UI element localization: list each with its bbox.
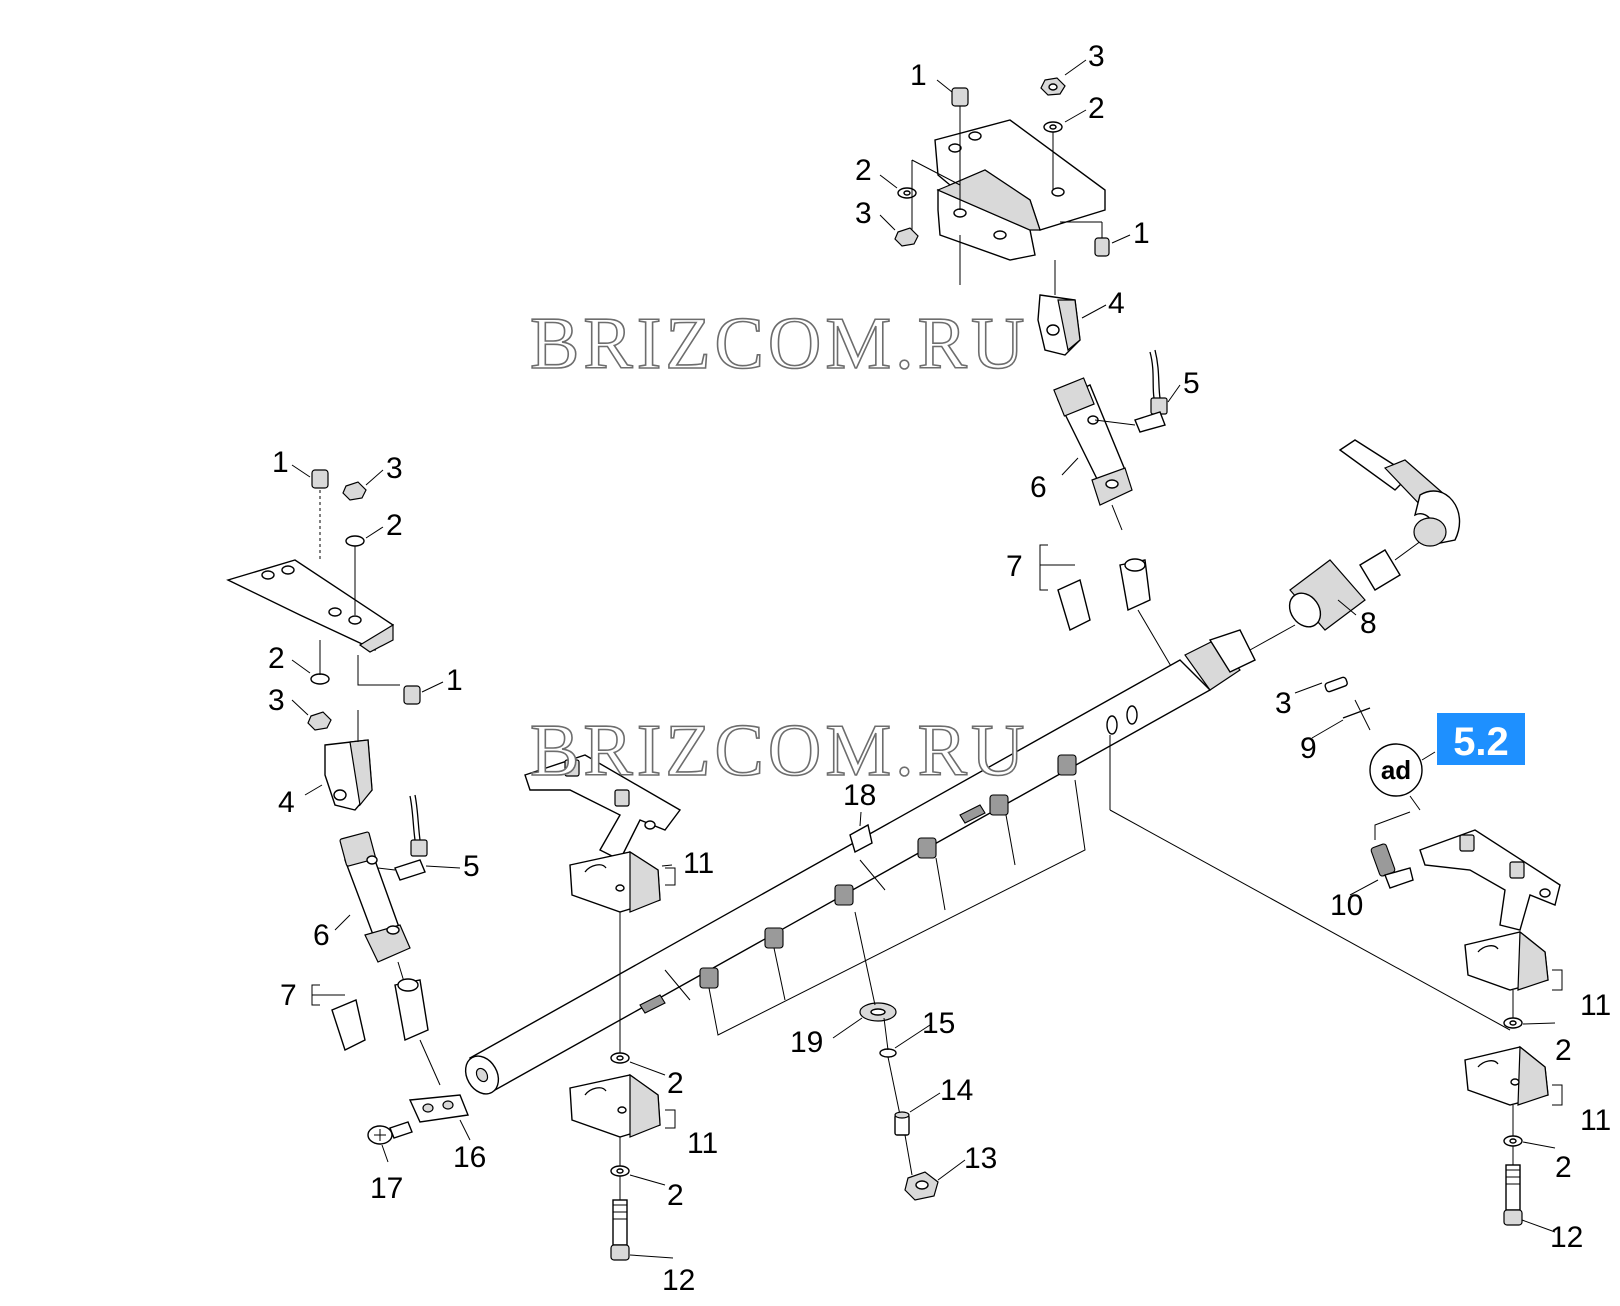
callout-1: 1 [910, 59, 927, 92]
callout-2: 2 [855, 154, 872, 187]
callout-3: 3 [1088, 40, 1105, 73]
callout-7: 7 [1006, 550, 1023, 583]
top-bolt-1-right [1060, 221, 1110, 257]
ad-marker: ad [1369, 743, 1423, 811]
callout-16: 16 [453, 1141, 486, 1174]
callout-12: 12 [1550, 1221, 1583, 1254]
rail-outlet-nipples [639, 754, 1086, 1036]
callout-7: 7 [280, 979, 297, 1012]
left-plate-16 [408, 1094, 469, 1123]
callout-3: 3 [268, 684, 285, 717]
callout-12: 12 [662, 1264, 695, 1297]
left-clevis-4 [324, 710, 373, 811]
ad-marker-label: ad [1381, 755, 1411, 785]
callout-11: 11 [1580, 1104, 1611, 1137]
top-washer-2-left [897, 159, 961, 240]
callout-1: 1 [1133, 217, 1150, 250]
top-washer-2 [1043, 121, 1063, 190]
callout-5: 5 [1183, 367, 1200, 400]
low-washer-2 [610, 1052, 630, 1064]
callout-9: 9 [1300, 732, 1317, 765]
low-clamp-11 [569, 1073, 676, 1168]
left-nut-3-lower [307, 711, 332, 731]
callout-11: 11 [683, 847, 714, 880]
badge-5-2[interactable]: 5.2 [1421, 713, 1525, 765]
far-nipple-10 [1370, 811, 1414, 889]
callout-4: 4 [1108, 287, 1125, 320]
rail-hose [1338, 439, 1461, 547]
callout-3: 3 [386, 452, 403, 485]
far-bracket [1419, 829, 1561, 931]
top-clevis-4 [1037, 260, 1081, 356]
callout-6: 6 [313, 919, 330, 952]
left-mounting-plate [226, 559, 395, 653]
left-fitting-5 [377, 794, 428, 881]
callout-11: 11 [687, 1127, 718, 1160]
far-washer-2b [1503, 1135, 1523, 1165]
left-nut-3 [342, 481, 367, 501]
callout-labels: 1 3 2 2 3 1 4 5 6 7 8 1 3 2 2 3 1 4 5 6 … [268, 40, 1611, 1297]
callout-11: 11 [1580, 989, 1611, 1022]
callout-10: 10 [1330, 889, 1363, 922]
badge-label[interactable]: 5.2 [1453, 720, 1509, 764]
rail-gap-marker-18 [849, 823, 873, 854]
callout-2: 2 [1088, 92, 1105, 125]
callout-1: 1 [446, 664, 463, 697]
mid-washer-15 [879, 1017, 901, 1116]
callout-4: 4 [278, 786, 295, 819]
rail-connector-8 [1288, 537, 1426, 631]
callout-19: 19 [790, 1026, 823, 1059]
far-clamp-11-lower [1464, 1045, 1563, 1138]
callout-2: 2 [667, 1179, 684, 1212]
callout-2: 2 [386, 509, 403, 542]
callout-14: 14 [940, 1074, 973, 1107]
watermark-middle: BRIZCOM.RU [530, 710, 1028, 792]
left-washer-2 [345, 535, 365, 615]
callout-3: 3 [1275, 687, 1292, 720]
left-screw-17 [367, 1121, 413, 1145]
callout-1: 1 [272, 446, 289, 479]
mid-nut-13 [904, 1171, 939, 1201]
callout-5: 5 [463, 850, 480, 883]
callout-17: 17 [370, 1172, 403, 1205]
right-fitting-5 [1094, 349, 1168, 433]
low-washer-2-b [610, 1165, 630, 1200]
callout-6: 6 [1030, 471, 1047, 504]
top-bolt-1 [951, 87, 969, 210]
callout-13: 13 [964, 1142, 997, 1175]
left-cylinder-6 [339, 831, 411, 986]
rail-end-nozzle [1184, 624, 1296, 691]
callout-15: 15 [922, 1007, 955, 1040]
callout-2: 2 [1555, 1034, 1572, 1067]
watermark-top: BRIZCOM.RU [530, 303, 1028, 385]
left-washer-2-lower [310, 640, 330, 685]
far-pin-3 [1324, 676, 1348, 693]
top-mounting-bracket [934, 119, 1106, 285]
rail-clip-holes [1106, 705, 1511, 1031]
far-bolt-12 [1503, 1164, 1523, 1226]
left-bolt-1-lower [357, 655, 421, 705]
callout-2: 2 [667, 1067, 684, 1100]
mid-grommet-19 [854, 911, 897, 1022]
callout-2: 2 [1555, 1151, 1572, 1184]
mid-sleeve-14 [894, 1111, 913, 1176]
left-bolt-1 [311, 469, 329, 560]
far-ring-9 [1342, 699, 1371, 731]
right-cylinder-6 [1053, 377, 1133, 531]
callout-8: 8 [1360, 607, 1377, 640]
callout-18: 18 [843, 779, 876, 812]
top-nut-3-left [894, 227, 919, 247]
callout-3: 3 [855, 197, 872, 230]
low-bolt-12 [610, 1199, 630, 1261]
far-clamp-11-upper [1464, 930, 1563, 1020]
far-washer-2a [1503, 1017, 1523, 1029]
mid-clamp-11 [569, 850, 676, 1055]
top-nut-3 [1040, 77, 1066, 96]
leader-lines [291, 59, 1556, 1259]
left-clevis-7 [311, 978, 441, 1086]
callout-2: 2 [268, 642, 285, 675]
right-clevis-7 [1039, 544, 1186, 691]
